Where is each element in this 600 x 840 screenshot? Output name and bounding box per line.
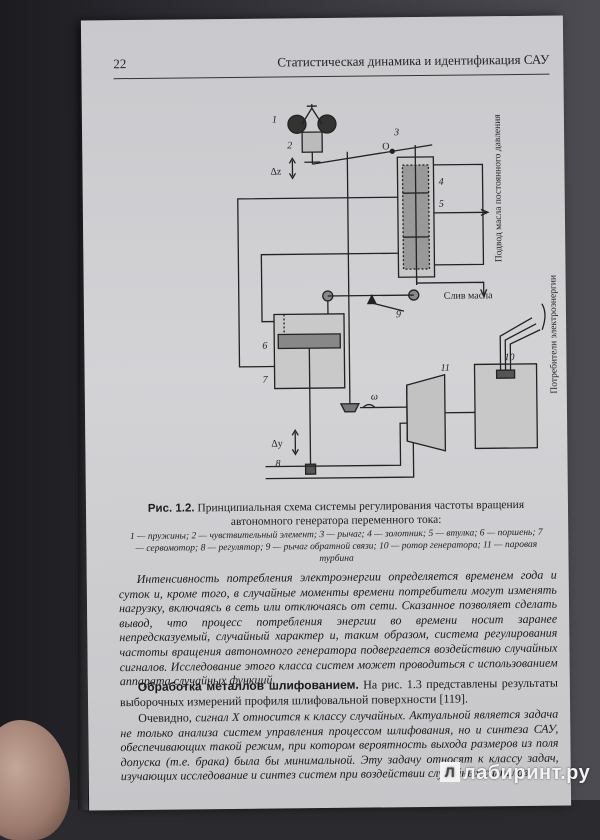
label-dy: Δy	[271, 438, 283, 449]
label-5: 5	[439, 199, 444, 210]
label-9: 9	[396, 309, 401, 320]
paragraph-2: Обработка металлов шлифованием. На рис. …	[120, 676, 558, 710]
caption-title: Рис. 1.2. Принципиальная схема системы р…	[126, 498, 546, 530]
label-o: O	[382, 141, 389, 152]
section-heading: Обработка металлов шлифованием.	[138, 678, 359, 694]
label-oil-supply: Подвод масла постоянного давления	[493, 114, 505, 263]
label-10: 10	[504, 352, 514, 363]
running-title: Статистическая динамика и идентификация …	[277, 52, 549, 71]
steam-pipe	[265, 423, 414, 479]
piston-6	[278, 334, 340, 349]
label-1: 1	[272, 114, 277, 125]
paragraph-3-start: Очевидно,	[138, 710, 192, 725]
label-4: 4	[439, 177, 444, 188]
label-oil-drain: Слив масла	[444, 290, 493, 302]
label-11: 11	[440, 363, 449, 374]
worm-gear	[341, 404, 359, 412]
feedback-lever-9	[328, 295, 414, 296]
governor-weight-right	[318, 115, 336, 133]
figure-number: Рис. 1.2.	[148, 502, 195, 514]
label-omega: ω	[371, 391, 378, 402]
page-number: 22	[113, 56, 126, 72]
paragraph-2-text: Обработка металлов шлифованием. На рис. …	[120, 676, 558, 710]
caption-legend: 1 — пружины; 2 — чувствительный элемент;…	[126, 527, 546, 567]
governor-weight-left	[288, 115, 306, 133]
caption-text: Принципиальная схема системы регулирован…	[197, 499, 524, 528]
label-8: 8	[275, 458, 280, 469]
paragraph-1-text: Интенсивность потребления электроэнергии…	[119, 568, 558, 689]
label-6: 6	[262, 341, 267, 352]
label-3: 3	[393, 127, 399, 138]
page-header: 22 Статистическая динамика и идентификац…	[113, 52, 549, 80]
dy-arrow	[292, 430, 298, 454]
label-7: 7	[263, 375, 269, 386]
watermark-text: лабиринт.ру	[463, 762, 590, 784]
label-consumers: Потребители электроэнергии	[548, 275, 560, 394]
labirint-logo-icon: Л	[440, 762, 460, 782]
figure-caption: Рис. 1.2. Принципиальная схема системы р…	[126, 498, 547, 567]
paragraph-1: Интенсивность потребления электроэнергии…	[119, 568, 558, 689]
control-system-diagram: 1 2 3 O 4 5 6 7 8 9 10 11 Δz Δy ω Слив м…	[142, 84, 566, 498]
dz-arrow	[289, 158, 295, 178]
label-2: 2	[287, 140, 292, 151]
generator-terminals	[497, 370, 515, 378]
sensing-element	[302, 132, 322, 152]
book-page: 22 Статистическая динамика и идентификац…	[81, 15, 571, 810]
steam-turbine-11	[407, 375, 446, 451]
label-dz: Δz	[270, 166, 282, 177]
